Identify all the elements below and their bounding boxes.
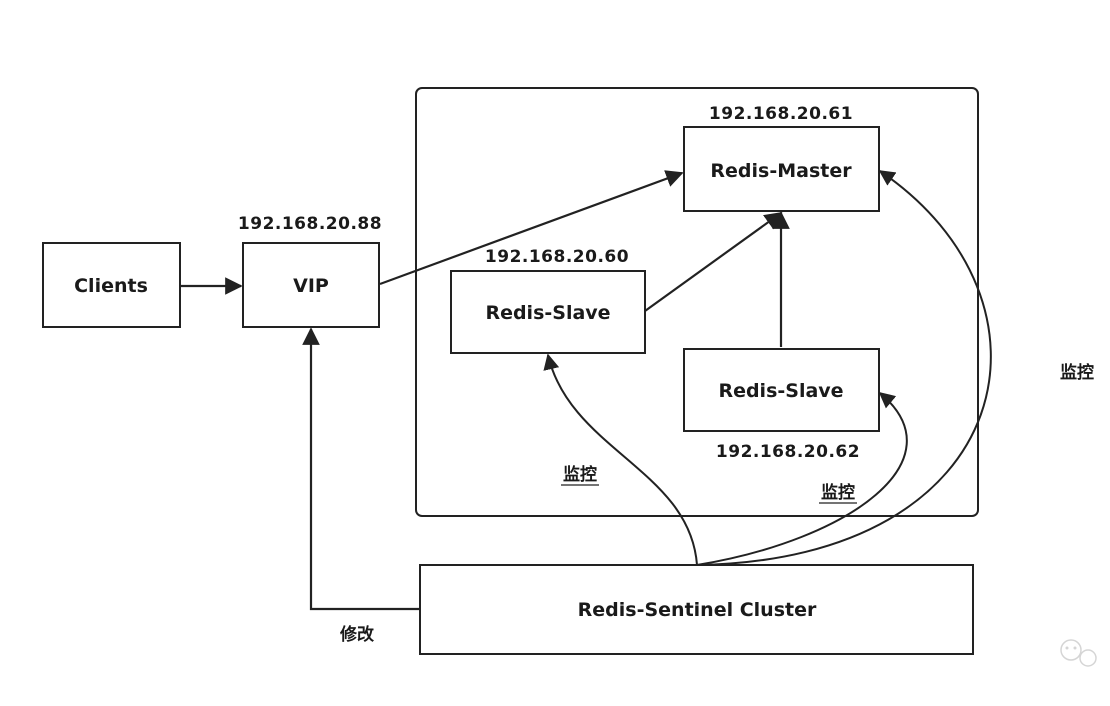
redis-slave-1-node: Redis-Slave	[450, 270, 646, 354]
arrow-slave1-to-master	[644, 211, 783, 312]
arrow-vip-to-master	[379, 170, 684, 286]
sentinel-cluster-node: Redis-Sentinel Cluster	[419, 564, 974, 655]
label-monitor-slave1: 监控	[563, 464, 597, 485]
label-monitor-slave2: 监控	[821, 482, 855, 503]
redis-slave-1-label: Redis-Slave	[485, 302, 610, 324]
redis-group-frame	[415, 87, 979, 517]
watermark-logo-icon	[1060, 639, 1097, 667]
curve-monitor-master	[696, 170, 992, 566]
clients-node: Clients	[42, 242, 181, 328]
redis-slave-2-node: Redis-Slave	[683, 348, 880, 432]
vip-node: VIP	[242, 242, 380, 328]
redis-master-node: Redis-Master	[683, 126, 880, 212]
curve-monitor-slave1	[543, 353, 698, 566]
redis-slave-2-label: Redis-Slave	[718, 380, 843, 402]
label-monitor-master: 监控	[1060, 362, 1094, 383]
curve-monitor-slave2	[696, 391, 908, 566]
redis-master-ip: 192.168.20.61	[709, 104, 853, 124]
vip-label: VIP	[293, 275, 329, 297]
redis-master-label: Redis-Master	[710, 160, 852, 182]
redis-slave-1-ip: 192.168.20.60	[485, 247, 629, 267]
vip-ip: 192.168.20.88	[238, 214, 382, 234]
arrow-sentinel-to-vip	[302, 327, 420, 611]
sentinel-cluster-label: Redis-Sentinel Cluster	[578, 599, 817, 621]
label-modify-vip: 修改	[339, 624, 375, 645]
redis-slave-2-ip: 192.168.20.62	[716, 442, 860, 462]
clients-label: Clients	[74, 275, 148, 297]
